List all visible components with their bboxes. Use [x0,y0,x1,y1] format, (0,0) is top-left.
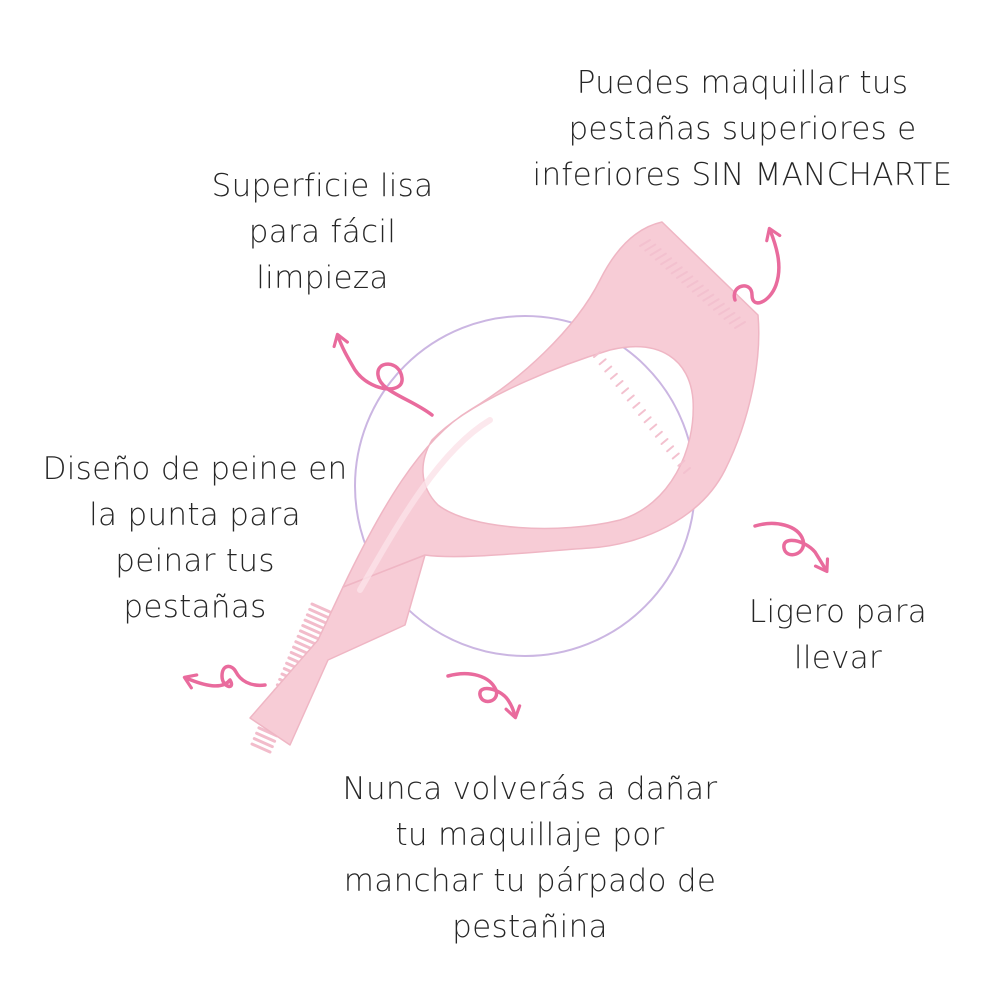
comb-tooth [686,280,699,288]
curly-arrow-icon [446,671,522,720]
comb-tooth [734,321,746,329]
comb-tooth [666,445,675,453]
comb-tooth [683,467,691,474]
comb-tooth [681,275,694,284]
comb-tooth [593,351,601,358]
caption-line: para fácil [248,214,397,250]
comb-tooth [609,372,618,380]
comb-tooth [665,261,678,270]
comb-tooth [250,742,272,754]
caption-line: tu maquillaje por [395,817,665,853]
feature-caption-top-right: Puedes maquillar tus pestañas superiores… [505,60,980,198]
comb-tooth [670,266,683,275]
feature-caption-right: Ligero para llevar [718,589,958,681]
comb-tooth [638,409,646,416]
comb-tooth [654,252,667,261]
caption-line: pestañas superiores e [568,111,917,147]
caption-line: pestañas [123,589,267,625]
comb-tooth [718,307,731,316]
feature-caption-top-left: Superficie lisa para fácil limpieza [185,163,460,301]
comb-tooth [649,423,658,431]
curly-arrow-icon [753,521,830,574]
comb-tooth [677,459,686,467]
comb-tooth [671,452,680,460]
comb-tooth [660,438,669,445]
comb-tooth [643,416,652,424]
curly-arrow-icon [332,332,434,417]
comb-tooth [598,358,607,366]
comb-tooth [296,634,318,646]
comb-tooth [298,629,320,641]
comb-tooth [697,289,710,298]
comb-tooth [310,602,332,614]
comb-tooth [654,430,663,438]
comb-tooth [615,380,624,387]
caption-line: la punta para [89,497,301,533]
comb-tooth [252,737,274,749]
handle [249,554,426,746]
comb-tooth [255,731,277,743]
feature-caption-bottom: Nunca volverás a dañar tu maquillaje por… [330,766,730,950]
comb-tooth [604,365,613,373]
curly-arrow-icon [732,226,782,305]
curly-arrow-icon [182,664,267,690]
shield-frame [342,221,760,588]
pink-eyelash-mascara-shield-icon [249,221,760,754]
comb-tooth [691,284,704,293]
comb-tooth [675,270,688,279]
caption-line: Nunca volverás a dañar [342,771,718,807]
comb-tooth [626,394,635,402]
comb-tooth [649,248,662,257]
caption-line: limpieza [256,260,389,296]
comb-tooth [305,613,327,625]
comb-tooth [621,387,630,395]
comb-tooth [712,302,725,311]
comb-tooth [308,607,330,619]
comb-tooth [723,311,736,320]
caption-line: llevar [793,640,883,676]
comb-tooth [728,316,741,325]
caption-line: peinar tus [115,543,275,579]
comb-tooth [702,293,715,302]
comb-tooth [632,401,641,409]
caption-line: Ligero para [748,594,928,630]
caption-line: manchar tu párpado de [343,863,717,899]
caption-line: Superficie lisa [211,168,434,204]
comb-tooth [303,618,325,630]
feature-caption-left: Diseño de peine en la punta para peinar … [20,446,370,630]
comb-tooth [301,624,323,636]
comb-tooth [660,257,673,266]
comb-tooth [639,239,651,247]
caption-line: inferiores SIN MANCHARTE [532,157,953,193]
comb-tooth [644,243,657,252]
comb-tooth [707,298,720,307]
caption-line: Diseño de peine en [42,451,348,487]
caption-line: pestañina [452,909,608,945]
caption-line: Puedes maquillar tus [576,65,909,101]
